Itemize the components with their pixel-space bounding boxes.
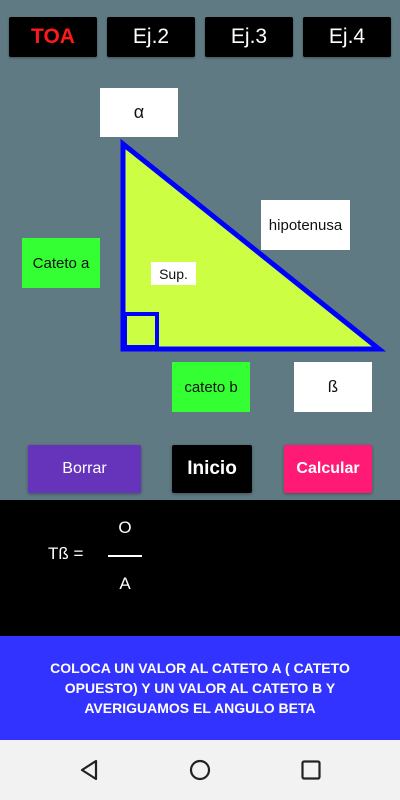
tab-ej4[interactable]: Ej.4: [303, 17, 391, 57]
fraction-bar: [108, 555, 142, 557]
tab-ej2[interactable]: Ej.2: [107, 17, 195, 57]
recents-icon[interactable]: [299, 758, 323, 782]
tab-ej3[interactable]: Ej.3: [205, 17, 293, 57]
navigation-bar: [0, 740, 400, 800]
hypotenuse-field[interactable]: hipotenusa: [261, 200, 350, 250]
instruction-text: COLOCA UN VALOR AL CATETO A ( CATETO OPU…: [50, 660, 350, 716]
calcular-button[interactable]: Calcular: [284, 445, 372, 493]
formula-lhs: Tß =: [48, 544, 84, 563]
home-icon[interactable]: [188, 758, 212, 782]
right-angle-marker: [123, 312, 159, 349]
beta-field[interactable]: ß: [294, 362, 372, 412]
cateto-a-field[interactable]: Cateto a: [22, 238, 100, 288]
alpha-field[interactable]: α: [100, 88, 178, 137]
formula-denominator: A: [119, 574, 131, 593]
cateto-b-field[interactable]: cateto b: [172, 362, 250, 412]
back-icon[interactable]: [78, 758, 102, 782]
inicio-button[interactable]: Inicio: [172, 445, 252, 493]
instruction-panel: COLOCA UN VALOR AL CATETO A ( CATETO OPU…: [0, 636, 400, 740]
formula-numerator: O: [118, 518, 132, 537]
surface-field[interactable]: Sup.: [151, 262, 196, 285]
formula-area: Tß = O A: [0, 500, 400, 636]
borrar-button[interactable]: Borrar: [28, 445, 141, 493]
tab-toa[interactable]: TOA: [9, 17, 97, 57]
